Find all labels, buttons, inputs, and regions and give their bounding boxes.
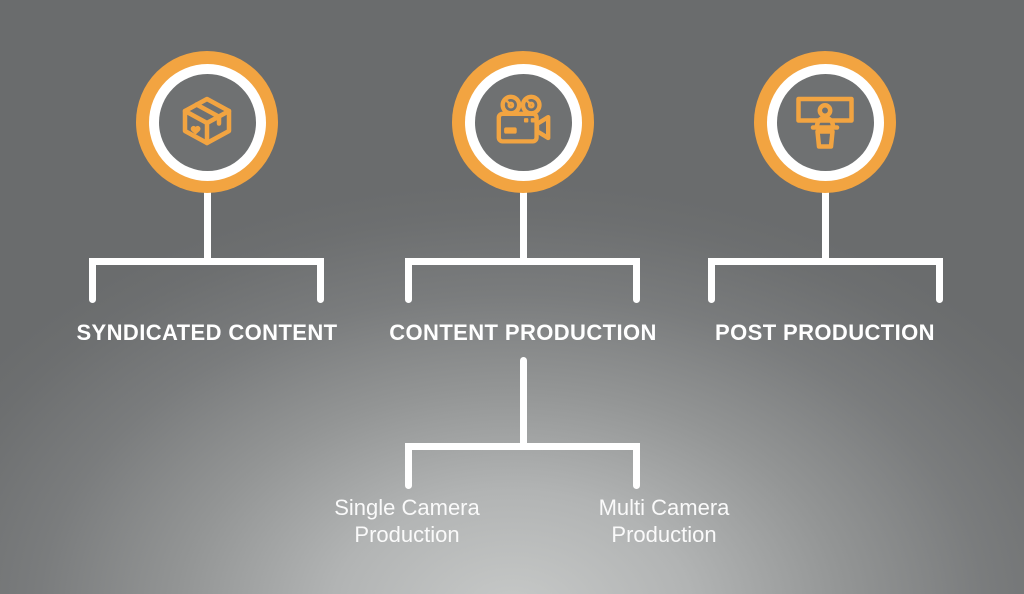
node-syndicated-content xyxy=(136,51,278,193)
badge-inner-circle xyxy=(776,73,874,171)
package-box-icon xyxy=(182,96,232,146)
leaf-label-single-camera-production: Single Camera Production xyxy=(334,495,480,547)
branch-label-content-production: CONTENT PRODUCTION xyxy=(389,320,657,345)
connector-bar xyxy=(708,258,943,265)
connector-bar xyxy=(89,258,324,265)
connector-tick xyxy=(317,258,324,303)
badge-white-ring xyxy=(464,63,582,181)
connector-stem xyxy=(821,190,829,262)
connector-bar xyxy=(405,258,640,265)
badge-inner-circle xyxy=(158,73,256,171)
connector-tick xyxy=(89,258,96,303)
connector-tick xyxy=(633,443,640,489)
connector-tick xyxy=(936,258,943,303)
connector-subbar xyxy=(405,443,640,450)
movie-camera-icon xyxy=(496,94,551,144)
news-presenter-icon xyxy=(796,96,854,149)
badge-inner-circle xyxy=(474,73,572,171)
connector-stem xyxy=(519,190,527,262)
branch-label-syndicated-content: SYNDICATED CONTENT xyxy=(76,320,338,345)
branch-label-post-production: POST PRODUCTION xyxy=(715,320,935,345)
connector-tick xyxy=(405,443,412,489)
connector-substem xyxy=(519,357,527,450)
node-content-production xyxy=(452,51,594,193)
badge-white-ring xyxy=(148,63,266,181)
node-post-production xyxy=(754,51,896,193)
connector-tick xyxy=(708,258,715,303)
connector-stem xyxy=(203,190,211,262)
connector-tick xyxy=(405,258,412,303)
connector-tick xyxy=(633,258,640,303)
badge-white-ring xyxy=(766,63,884,181)
leaf-label-multi-camera-production: Multi Camera Production xyxy=(598,495,730,547)
